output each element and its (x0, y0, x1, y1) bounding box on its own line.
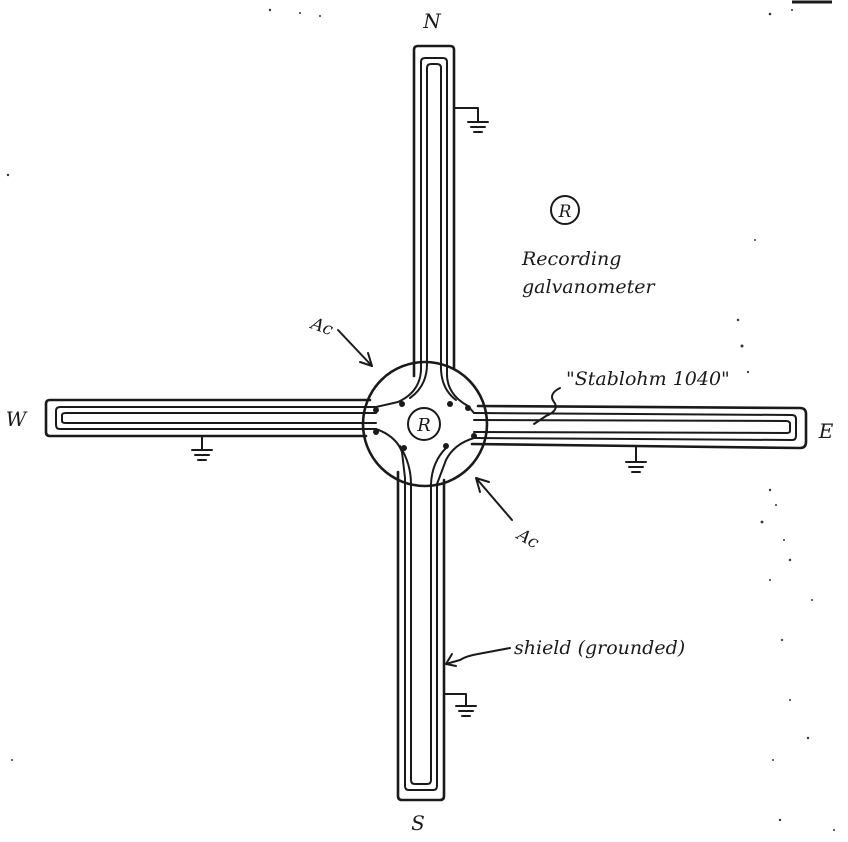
shield-label: shield (grounded) (514, 637, 685, 659)
east-arm-shield (470, 404, 808, 450)
shield-label-pointer (445, 647, 511, 665)
wire-label-pointer (533, 387, 561, 425)
wire-s-inner-2 (430, 447, 447, 485)
ac-label-top: Ac (306, 313, 336, 340)
ground-icon (453, 107, 489, 133)
ac-arrow-bottom: Ac (475, 477, 543, 553)
south-arm-loop-inner (410, 483, 432, 785)
galvanometer-icon: R (407, 407, 441, 441)
legend-galvanometer-icon (550, 195, 580, 225)
wire-se (436, 437, 475, 485)
arrow-icon (475, 477, 513, 521)
wire-nw (375, 369, 422, 408)
compass-east: E (818, 419, 834, 443)
wire-n-inner-2 (439, 363, 457, 401)
wire-label: "Stablohm 1040" (566, 368, 730, 390)
west-arm-loop-outer (55, 406, 377, 430)
legend-line1: Recording (521, 248, 621, 270)
north-arm-shield (412, 44, 456, 378)
south-arm-shield (396, 470, 446, 802)
legend: R Recording galvanometer (521, 195, 656, 298)
arrow-icon (337, 329, 373, 367)
compass-west: W (6, 407, 28, 431)
legend-line2: galvanometer (522, 276, 656, 298)
west-arm-loop-inner (61, 412, 377, 424)
ground-icon (443, 693, 477, 717)
south-arm-loop-outer (404, 477, 438, 791)
north-arm-loop-outer (420, 57, 448, 373)
east-arm-loop-inner (473, 419, 791, 434)
scan-specks (6, 8, 835, 831)
ac-label-bottom: Ac (512, 524, 543, 553)
west-arm-shield (44, 398, 372, 438)
compass-north: N (422, 9, 442, 33)
wire-n-inner (409, 363, 428, 399)
center-symbol: R (416, 415, 431, 436)
legend-symbol: R (558, 202, 572, 222)
terminal-dots (373, 401, 477, 451)
wire-sw (375, 428, 406, 479)
compass-south: S (411, 811, 425, 835)
ground-icon (191, 435, 213, 461)
ground-icon (625, 445, 647, 473)
north-arm-loop-inner (426, 63, 442, 365)
east-arm-loop-outer (473, 412, 797, 441)
ac-arrow-top: Ac (306, 313, 373, 367)
